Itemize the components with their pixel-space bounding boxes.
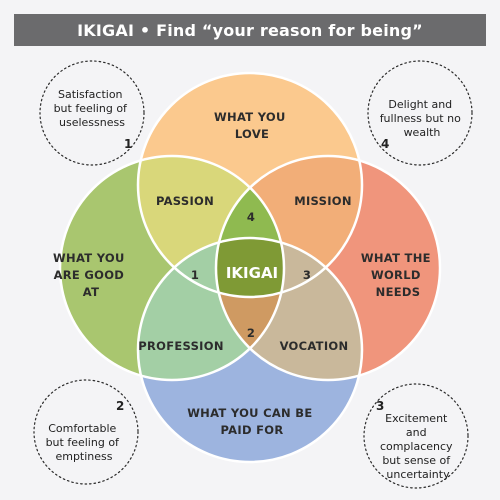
callout-bubble-4	[367, 60, 473, 166]
callout-number-1: 1	[124, 137, 132, 151]
label-passion: PASSION	[156, 194, 214, 208]
callout-text-2: Comfortable but feeling of emptiness	[46, 422, 123, 463]
label-what-you-love: WHAT YOU LOVE	[214, 110, 290, 141]
zone-number-2: 2	[247, 326, 255, 340]
callout-text-1: Satisfaction but feeling of uselessness	[54, 88, 131, 129]
callout-bubble-2	[33, 379, 139, 485]
callout-text-4: Delight and fullness but no wealth	[380, 98, 465, 139]
title-bar: IKIGAI • Find “your reason for being”	[14, 14, 486, 46]
callout-bubble-1	[39, 60, 145, 166]
label-profession: PROFESSION	[138, 339, 224, 353]
zone-number-1: 1	[191, 268, 199, 282]
label-ikigai: IKIGAI	[226, 264, 278, 282]
label-what-you-can-be-paid-for: WHAT YOU CAN BE PAID FOR	[187, 406, 317, 437]
page-title: IKIGAI • Find “your reason for being”	[77, 20, 423, 40]
callout-text-3: Excitement and complacency but sense of …	[380, 412, 456, 481]
label-mission: MISSION	[294, 194, 352, 208]
label-vocation: VOCATION	[280, 339, 349, 353]
callout-number-2: 2	[116, 399, 124, 413]
label-what-the-world-needs: WHAT THE WORLD NEEDS	[361, 251, 435, 299]
zone-number-4: 4	[247, 210, 255, 224]
callout-bubble-3	[363, 383, 469, 489]
callout-number-3: 3	[376, 399, 384, 413]
zone-number-3: 3	[303, 268, 311, 282]
callout-number-4: 4	[381, 137, 389, 151]
label-what-you-are-good-at: WHAT YOU ARE GOOD AT	[53, 251, 129, 299]
